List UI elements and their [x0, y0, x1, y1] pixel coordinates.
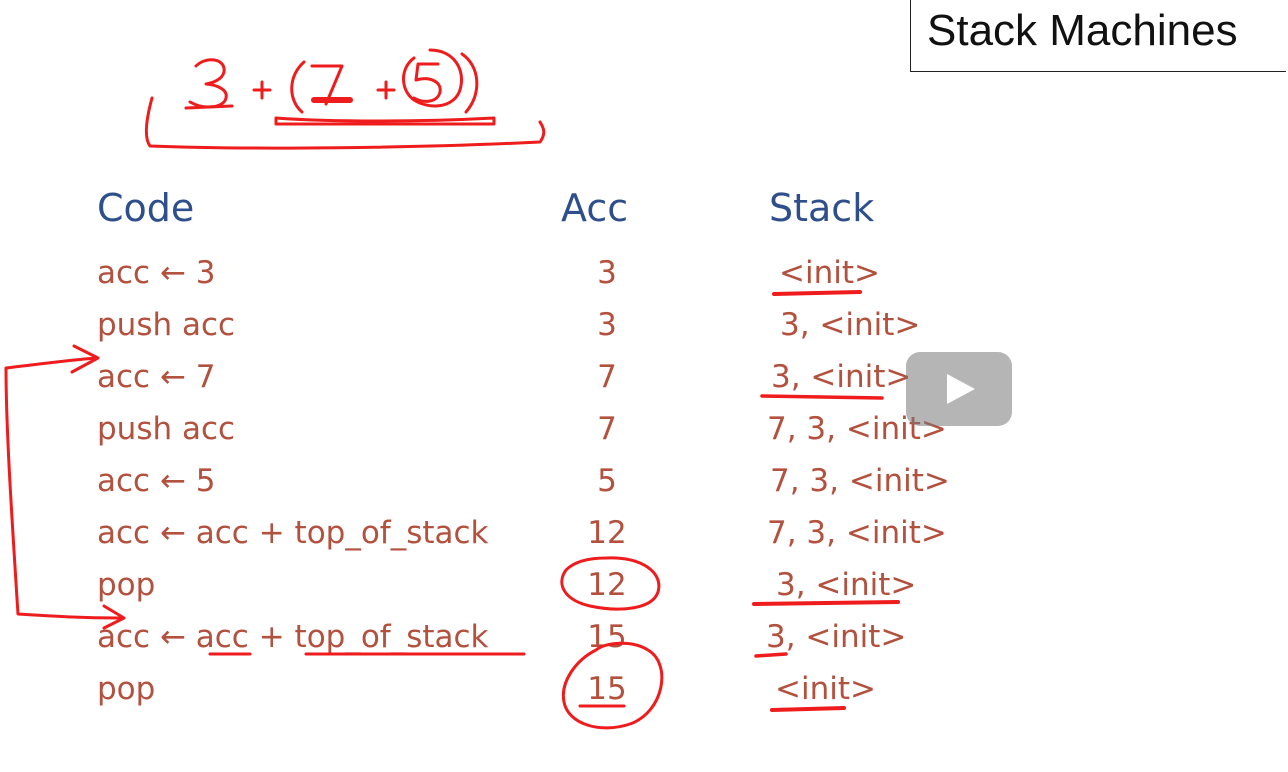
ink-digit-3	[188, 58, 228, 109]
code-cell: push acc	[97, 411, 236, 447]
code-cell: push acc	[97, 307, 236, 343]
ink-underline-3-init	[760, 394, 884, 400]
stack-cell: 7, 3, <init>	[770, 463, 950, 499]
header-acc: Acc	[561, 186, 629, 230]
acc-cell: 3	[597, 255, 617, 291]
acc-cell: 12	[587, 567, 627, 603]
ink-plus-2	[376, 80, 396, 100]
code-cell: pop	[97, 567, 156, 603]
stack-cell: 3, <init>	[771, 359, 912, 395]
ink-plus-1	[252, 80, 272, 100]
code-cell: acc ← 7	[97, 359, 216, 395]
ink-digit-5	[412, 62, 442, 103]
acc-cell: 15	[587, 671, 627, 707]
code-cell: acc ← acc + top_of_stack	[97, 619, 489, 655]
header-stack: Stack	[769, 186, 875, 230]
play-button[interactable]	[906, 352, 1012, 426]
acc-cell: 7	[597, 411, 617, 447]
stack-cell: 3, <init>	[766, 619, 907, 655]
slide-title: Stack Machines	[927, 6, 1238, 55]
title-box: Stack Machines	[910, 0, 1286, 72]
ink-digit-7	[310, 64, 344, 106]
header-code: Code	[97, 186, 195, 230]
stack-cell: 3, <init>	[780, 307, 921, 343]
stack-cell: 7, 3, <init>	[767, 515, 947, 551]
ink-underline-row8	[770, 706, 846, 712]
code-cell: acc ← 5	[97, 463, 216, 499]
acc-cell: 7	[597, 359, 617, 395]
stack-cell: <init>	[779, 255, 880, 291]
acc-cell: 15	[587, 619, 627, 655]
ink-bracket	[144, 96, 546, 150]
code-cell: acc ← acc + top_of_stack	[97, 515, 489, 551]
ink-paren-open	[290, 60, 306, 114]
code-cell: acc ← 3	[97, 255, 216, 291]
acc-cell: 12	[587, 515, 627, 551]
stack-cell: <init>	[775, 671, 876, 707]
ink-circle-5	[402, 48, 463, 108]
play-icon[interactable]	[947, 374, 975, 404]
acc-cell: 3	[597, 307, 617, 343]
stack-cell: 3, <init>	[776, 567, 917, 603]
ink-underline-3	[184, 104, 234, 110]
ink-underline-init	[772, 290, 862, 296]
ink-paren-close	[460, 52, 479, 114]
ink-underline-inner	[274, 116, 496, 126]
code-cell: pop	[97, 671, 156, 707]
acc-cell: 5	[597, 463, 617, 499]
ink-arrowhead-top	[70, 344, 100, 374]
